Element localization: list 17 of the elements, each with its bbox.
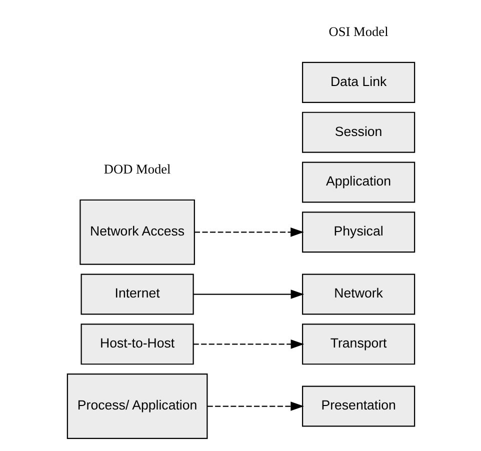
node-box: Session [302,112,415,153]
label: DOD Model [103,161,170,176]
node-box: Transport [302,324,415,365]
node-box: Network Access [79,199,194,265]
node-box: Presentation [302,386,415,427]
node-box: Application [302,162,415,203]
node-box: Physical [302,212,415,253]
node-box: Process/ Application [66,374,208,439]
arrow [192,290,304,299]
arrow [194,228,304,237]
node-box: Host-to-Host [80,324,194,365]
arrow [192,340,304,349]
label: OSI Model [328,24,388,39]
arrow [206,402,304,411]
node-box: Internet [80,274,194,315]
node-box: Network [302,274,415,315]
node-box: Data Link [302,62,415,103]
